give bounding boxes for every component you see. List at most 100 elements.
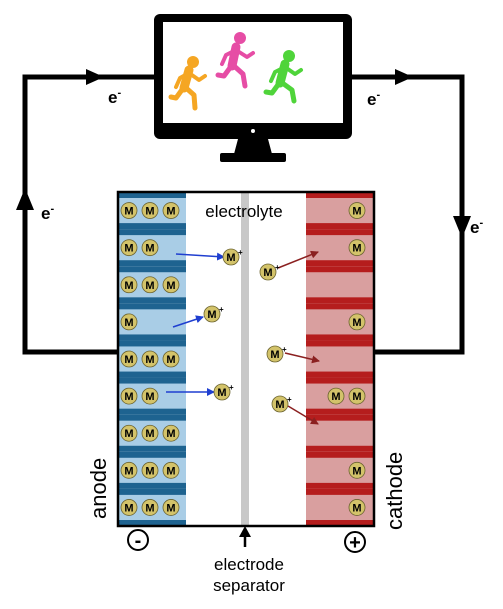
metal-atom: M [141, 202, 159, 219]
cathode-layer: M [306, 192, 374, 230]
metal-atom: M [162, 499, 180, 516]
electrolyte-label: electrolyte [205, 202, 282, 221]
metal-atom: M [141, 239, 159, 257]
metal-atom: M [141, 424, 159, 442]
svg-text:M: M [145, 502, 154, 514]
svg-text:+: + [287, 395, 292, 404]
metal-atom: M [120, 461, 138, 479]
svg-text:M: M [145, 391, 154, 403]
metal-atom: M [141, 350, 159, 368]
metal-ion: M+ [213, 383, 234, 401]
svg-text:M: M [145, 428, 154, 440]
monitor-icon [154, 14, 352, 162]
svg-text:M: M [352, 243, 361, 255]
runner-icon [215, 32, 255, 89]
svg-text:M: M [217, 387, 226, 399]
svg-text:M: M [352, 465, 361, 477]
ion-arrow [172, 315, 204, 328]
svg-text:M: M [263, 267, 272, 279]
metal-atom: M [162, 350, 180, 368]
electron-label: e- [367, 89, 380, 109]
circuit-wire [16, 69, 471, 355]
svg-text:M: M [166, 465, 175, 477]
cell-border [116, 190, 376, 528]
metal-atom: M [120, 350, 138, 368]
svg-text:M: M [145, 354, 154, 366]
metal-atom: M [348, 239, 366, 257]
svg-text:M: M [124, 243, 133, 255]
metal-atom: M [348, 461, 366, 479]
svg-text:+: + [229, 383, 234, 392]
metal-atom: M [162, 461, 180, 479]
cathode-layer [306, 340, 374, 378]
svg-text:M: M [145, 280, 154, 292]
metal-ion: M+ [271, 395, 292, 413]
svg-text:M: M [166, 502, 175, 514]
svg-text:M: M [166, 206, 175, 218]
svg-text:M: M [124, 280, 133, 292]
metal-atom: M [141, 461, 159, 479]
metal-atom: M [120, 239, 138, 257]
metal-atom: M [120, 276, 138, 294]
metal-atom: M [120, 424, 138, 442]
svg-text:M: M [124, 317, 133, 329]
metal-atom: M [120, 499, 138, 516]
ion-arrow [287, 405, 319, 425]
svg-text:M: M [145, 465, 154, 477]
metal-atom: M [162, 424, 180, 442]
wire-arrow-up-icon [16, 188, 34, 210]
electron-label: e- [470, 217, 483, 237]
ion-migration: M+M+M+M+M+M+ [166, 248, 320, 425]
svg-text:M: M [124, 465, 133, 477]
cathode-layer: M [306, 303, 374, 341]
wire-arrow-right-icon [395, 69, 413, 85]
svg-text:M: M [124, 354, 133, 366]
positive-terminal-label: + [349, 532, 361, 554]
svg-text:+: + [219, 305, 224, 314]
metal-ion: M+ [222, 248, 243, 266]
metal-ion: M+ [266, 345, 287, 363]
cathode-layer: M [306, 229, 374, 267]
svg-text:M: M [124, 391, 133, 403]
metal-atom: M [141, 387, 159, 405]
svg-text:M: M [352, 391, 361, 403]
svg-text:M: M [166, 428, 175, 440]
svg-text:M: M [352, 206, 361, 218]
svg-text:M: M [331, 391, 340, 403]
metal-atom: M [348, 387, 366, 405]
metal-atom: M [162, 202, 180, 219]
svg-text:+: + [275, 263, 280, 272]
svg-text:+: + [238, 248, 243, 257]
runner-icon [168, 56, 207, 111]
svg-text:M: M [124, 502, 133, 514]
metal-atom: M [348, 313, 366, 331]
svg-text:M: M [275, 399, 284, 411]
metal-atom: M [120, 202, 138, 219]
ion-arrow [175, 252, 225, 261]
cathode-layer: M [306, 488, 374, 526]
svg-text:M: M [166, 280, 175, 292]
svg-text:M: M [352, 502, 361, 514]
metal-ion: M+ [259, 263, 280, 281]
positive-terminal: + [344, 531, 366, 554]
ion-arrow [284, 352, 320, 364]
metal-atom: M [141, 276, 159, 294]
metal-atom: M [348, 202, 366, 219]
electrode-separator [241, 192, 249, 526]
cathode-layer: M [306, 451, 374, 489]
separator-label: separator [213, 576, 285, 595]
cathode-layer [306, 266, 374, 304]
cathode-label: cathode [382, 452, 407, 530]
